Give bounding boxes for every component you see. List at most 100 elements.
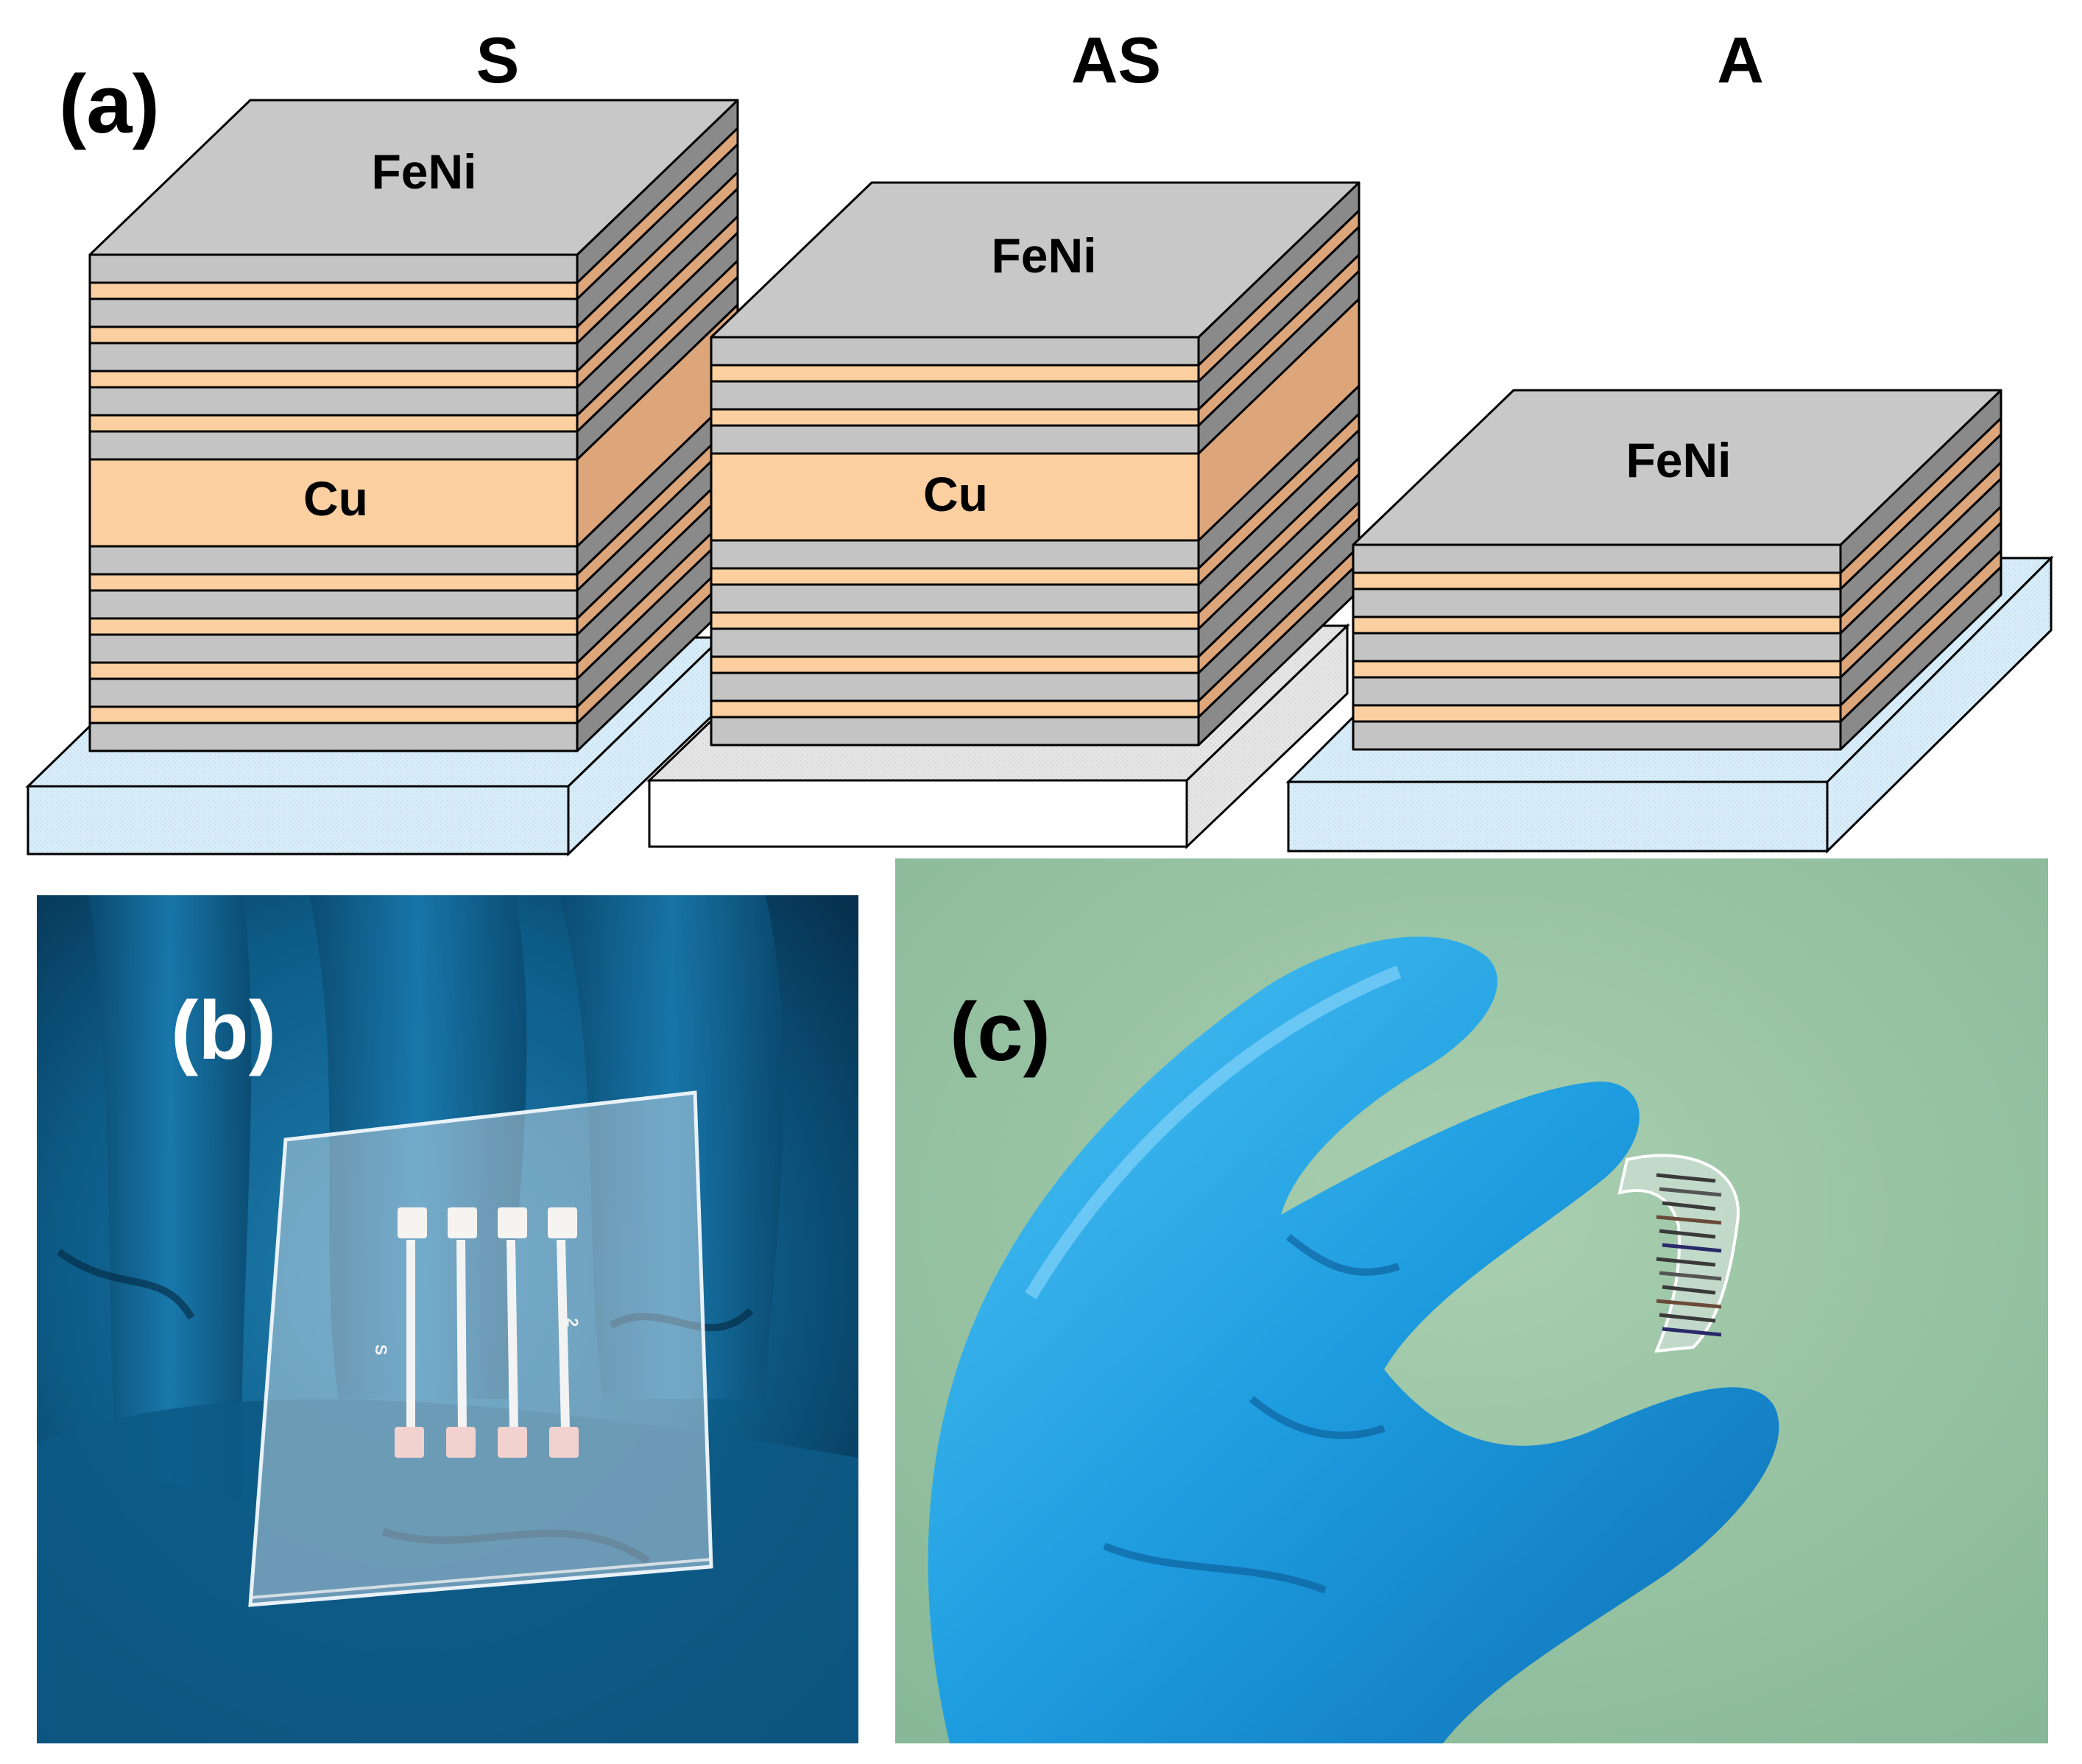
film-stripe (1656, 1299, 1722, 1309)
photo-b-side-mark-left: S (372, 1344, 390, 1355)
film-stripe (1656, 1257, 1716, 1267)
feni-layer-front (88, 677, 579, 708)
film-stripe (1659, 1271, 1722, 1281)
feni-layer-front (88, 633, 579, 664)
feni-label-as: FeNi (991, 228, 1096, 283)
substrate-edge (250, 1558, 712, 1599)
contact-pad (446, 1427, 476, 1458)
stack-as (710, 181, 1361, 747)
photo-b-side-mark-right: 2 (563, 1318, 582, 1327)
feni-layer-front (710, 671, 1200, 702)
cu-spacer-layer-front (1352, 615, 1842, 635)
feni-layer-front (710, 424, 1200, 455)
cu-spacer-layer-front (88, 370, 579, 389)
feni-layer-front (710, 583, 1200, 614)
film-stripe (1656, 1215, 1722, 1225)
cu-spacer-layer-front (1352, 704, 1842, 723)
feni-layer-front (1352, 676, 1842, 707)
feni-layer-front (88, 253, 579, 284)
film-stripes (1656, 1173, 1722, 1337)
cu-spacer-layer-front (710, 408, 1200, 427)
feni-layer-front (88, 386, 579, 417)
feni-layer-front (1352, 543, 1842, 574)
feni-layer-front (88, 589, 579, 620)
film-stripe (1662, 1243, 1722, 1253)
panel-a: (a) S AS A FeNi Cu FeNi Cu FeNi (25, 24, 2054, 857)
stack-title-a: A (1717, 24, 1764, 96)
feni-layer-front (88, 545, 579, 576)
cu-spacer-layer-front (710, 699, 1200, 719)
feni-label-s: FeNi (371, 144, 476, 199)
feni-layer-front (710, 380, 1200, 411)
cu-spacer-layer-front (88, 325, 579, 345)
glove-crease (57, 1248, 754, 1564)
cu-label-as: Cu (923, 467, 988, 521)
glove-crease (1103, 1234, 1400, 1594)
sensor-array (395, 1207, 579, 1458)
contact-pad (395, 1427, 424, 1458)
feni-layer-front (1352, 588, 1842, 618)
cu-spacer-layer-front (88, 281, 579, 300)
feni-layer-top (710, 181, 1361, 339)
feni-layer-front (1352, 720, 1842, 751)
stack-a (1352, 389, 2002, 751)
glove-palm (37, 1399, 858, 1743)
contact-pad (398, 1207, 427, 1238)
film-stripe (1659, 1313, 1716, 1323)
contact-pad (448, 1207, 477, 1238)
glove-finger (88, 895, 252, 1502)
feni-layer-front (88, 430, 579, 461)
glove-hand (928, 936, 1779, 1743)
sensor-stripe (557, 1240, 570, 1430)
cu-spacer-layer-front (710, 611, 1200, 630)
glove-highlight (1025, 965, 1402, 1299)
glove-finger (309, 895, 527, 1399)
cu-spacer-layer-front (1352, 660, 1842, 679)
stack-s (88, 99, 739, 752)
feni-layer-front (88, 722, 579, 752)
feni-layer-front (88, 342, 579, 373)
flexible-film (1617, 1154, 1740, 1353)
feni-layer-front (710, 716, 1200, 747)
cu-spacer-layer-front (88, 573, 579, 592)
glove-finger (560, 895, 784, 1399)
cu-spacer-layer-front (88, 414, 579, 433)
feni-layer-front (710, 336, 1200, 367)
panel-label-b: (b) (171, 984, 276, 1076)
cu-label-s: Cu (303, 471, 368, 526)
cu-spacer-layer-front (88, 617, 579, 636)
film-stripe (1662, 1285, 1716, 1295)
panel-label-c: (c) (950, 986, 1051, 1078)
cu-spacer-layer-front (1352, 571, 1842, 590)
contact-pad (498, 1427, 527, 1458)
stack-title-as: AS (1071, 24, 1161, 96)
contact-pad (498, 1207, 527, 1238)
film-stripe (1659, 1229, 1716, 1239)
cu-spacer-layer-front (710, 567, 1200, 586)
cu-spacer-layer-front (710, 655, 1200, 674)
transparent-substrate (248, 1090, 713, 1607)
contact-pad (548, 1207, 577, 1238)
feni-layer-top (1352, 389, 2002, 546)
film-stripe (1659, 1187, 1722, 1197)
panel-label-a: (a) (59, 58, 160, 150)
feni-layer-front (88, 297, 579, 328)
feni-layer-front (1352, 632, 1842, 663)
sensor-stripe (406, 1240, 415, 1430)
film-stripe (1656, 1173, 1716, 1183)
sensor-stripe (456, 1240, 467, 1430)
feni-layer-top (88, 99, 739, 256)
cu-spacer-layer-front (88, 705, 579, 724)
photo-b: S 2 (b) (37, 895, 858, 1743)
stack-title-s: S (476, 24, 520, 96)
cu-spacer-layer-front (710, 364, 1200, 383)
feni-label-a: FeNi (1626, 433, 1731, 487)
film-stripe (1662, 1327, 1722, 1337)
feni-layer-front (710, 539, 1200, 570)
contact-pad (549, 1427, 579, 1458)
photo-c: (c) (895, 858, 2048, 1743)
sensor-stripe (507, 1240, 518, 1430)
cu-spacer-layer-front (88, 661, 579, 680)
film-stripe (1662, 1201, 1716, 1211)
